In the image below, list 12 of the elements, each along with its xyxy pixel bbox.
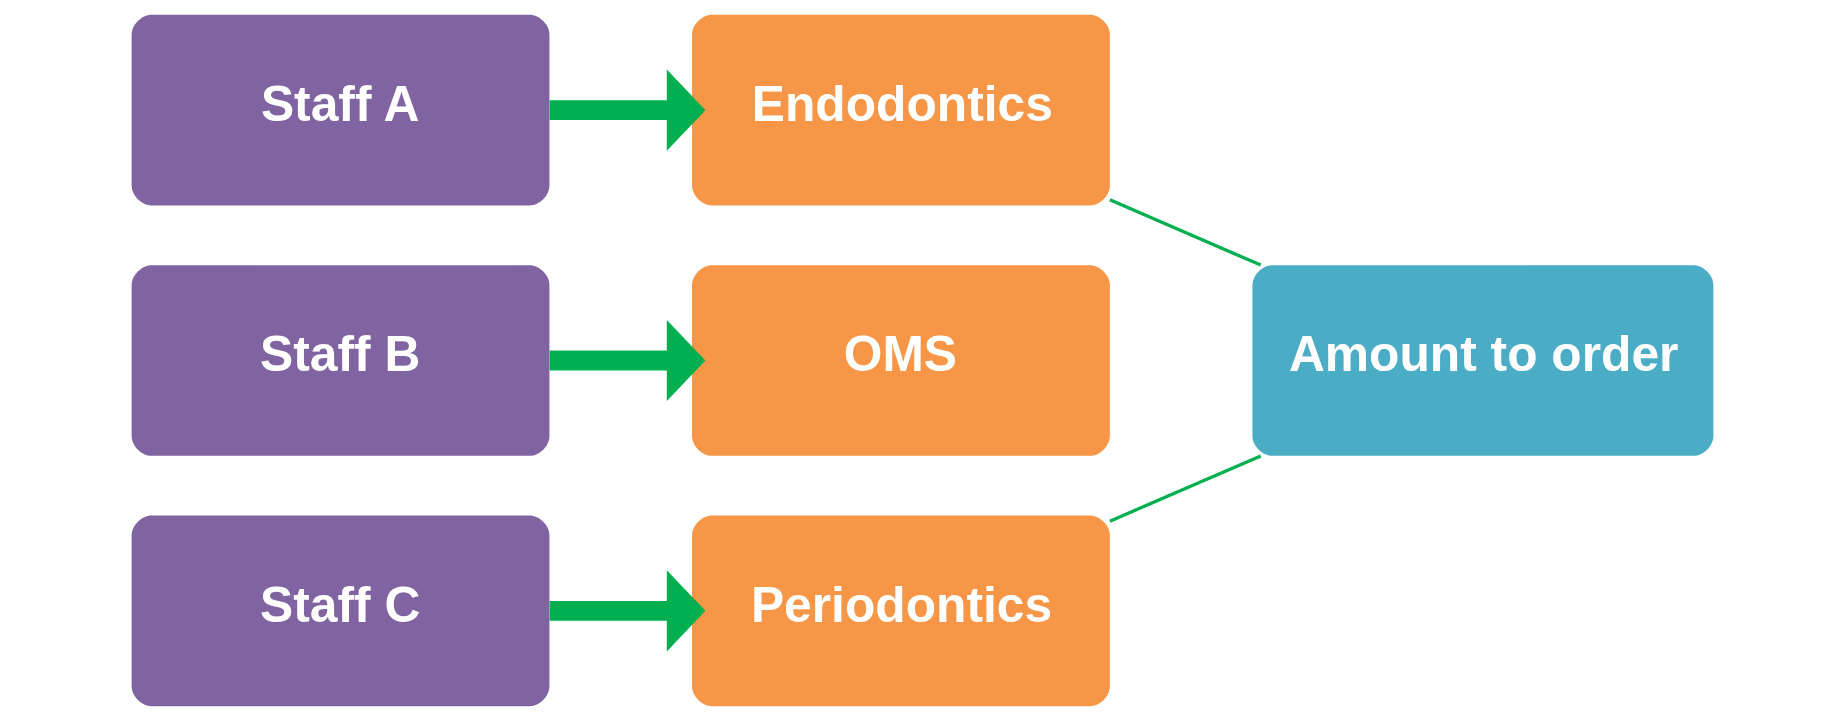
connector [1108,454,1261,523]
node-box: Amount to order [1251,265,1713,456]
node-box: Periodontics [691,515,1110,707]
arrow [549,69,705,151]
node-box: Staff C [131,515,549,707]
arrow [549,570,705,652]
node-box: OMS [691,265,1110,456]
node-box: Endodontics [691,14,1110,206]
node-box: Staff B [131,265,549,456]
node-box: Staff A [131,14,549,206]
connector [1108,198,1261,267]
arrow [549,319,705,402]
